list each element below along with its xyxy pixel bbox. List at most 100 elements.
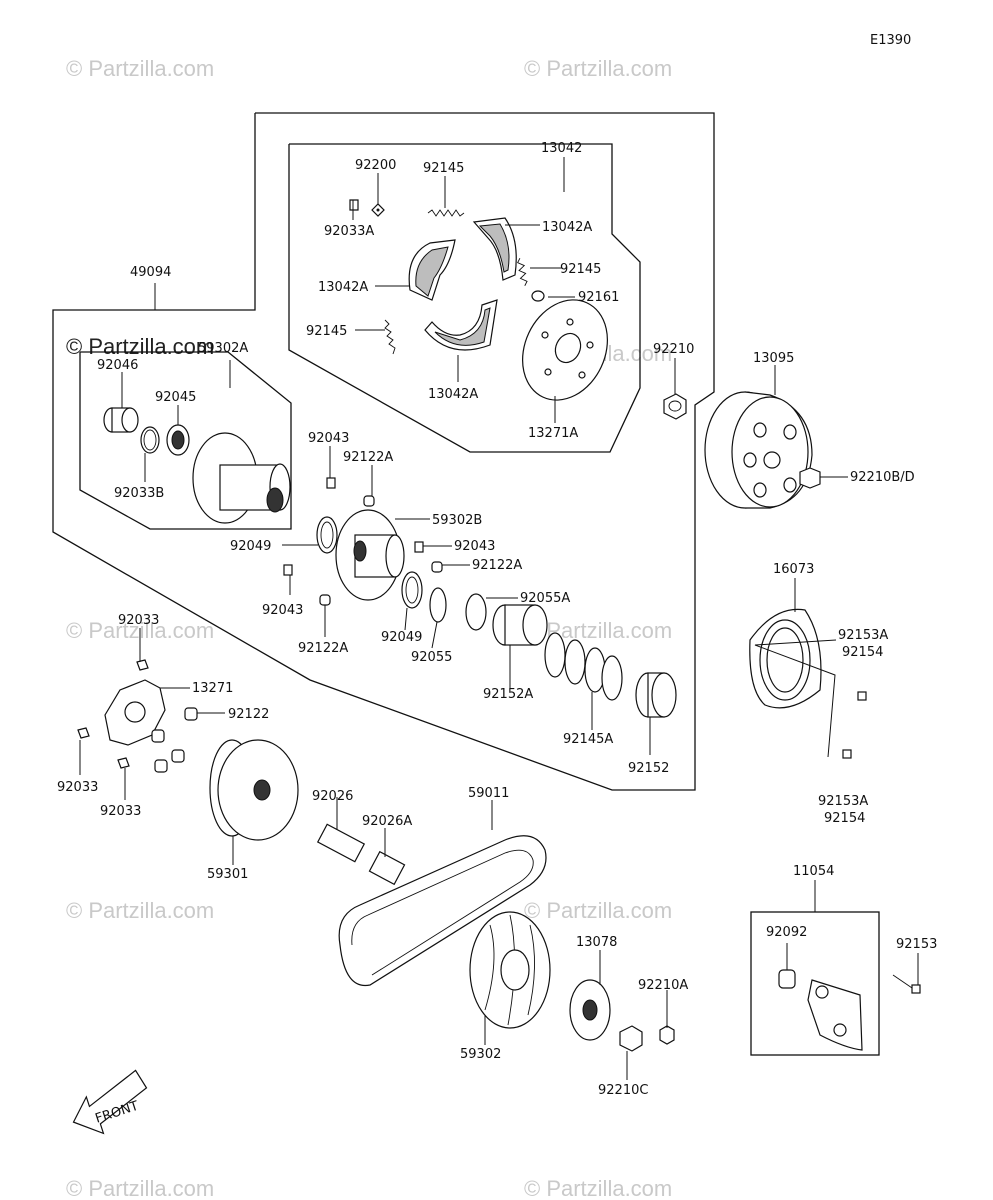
assembly-13042-outline [288, 143, 641, 453]
label-11054: 11054 [793, 864, 834, 879]
label-92152: 92152 [628, 761, 669, 776]
label-92033: 92033 [100, 804, 141, 819]
label-13042A: 13042A [542, 220, 592, 235]
movable-sheave-59302B [335, 509, 405, 601]
clutch-shoe-13042A-left [408, 239, 456, 301]
assembly-59302A-outline [79, 351, 292, 530]
watermark: © Partzilla.com [524, 898, 672, 923]
collar-92152A [492, 604, 548, 646]
diagram-code: E1390 [870, 33, 911, 48]
label-59302B: 59302B [432, 513, 482, 528]
label-16073: 16073 [773, 562, 814, 577]
watermark: © Partzilla.com [66, 56, 214, 81]
collar-92026 [316, 823, 366, 863]
label-92033: 92033 [118, 613, 159, 628]
label-92033B: 92033B [114, 486, 164, 501]
label-59011: 59011 [468, 786, 509, 801]
drive-face-59302A [192, 432, 291, 524]
label-92049: 92049 [381, 630, 422, 645]
label-59302A: 59302A [198, 341, 248, 356]
clutch-shoe-13042A-bottom [424, 299, 498, 351]
o-ring-92055 [429, 587, 487, 631]
label-92153A: 92153A [838, 628, 888, 643]
label-92153: 92153 [896, 937, 937, 952]
nut-92210 [663, 393, 687, 420]
label-92055A: 92055A [520, 591, 570, 606]
label-92210: 92210 [653, 342, 694, 357]
label-13078: 13078 [576, 935, 617, 950]
label-13042A: 13042A [428, 387, 478, 402]
label-49094: 49094 [130, 265, 171, 280]
label-59301: 59301 [207, 867, 248, 882]
label-92055: 92055 [411, 650, 452, 665]
bolt-92153 [892, 974, 921, 994]
label-92092: 92092 [766, 925, 807, 940]
label-92154: 92154 [824, 811, 865, 826]
watermark: © Partzilla.com [66, 1176, 214, 1200]
collar-92152 [635, 672, 677, 718]
seal-92049-right [401, 571, 423, 609]
watermark: © Partzilla.com [524, 1176, 672, 1200]
clutch-housing-13095 [704, 391, 813, 509]
clutch-shoe-13042A-top [472, 217, 517, 281]
leader-lines [79, 157, 919, 1080]
collar-92122A [319, 495, 443, 606]
label-92145: 92145 [560, 262, 601, 277]
label-59302: 59302 [460, 1047, 501, 1062]
label-13042A: 13042A [318, 280, 368, 295]
watermark: © Partzilla.com [524, 56, 672, 81]
label-92043: 92043 [262, 603, 303, 618]
plate-13078 [569, 979, 611, 1041]
cover-16073 [749, 608, 822, 709]
label-13095: 13095 [753, 351, 794, 366]
bracket-11054 [778, 969, 863, 1051]
watermarks: © Partzilla.com © Partzilla.com © Partzi… [66, 56, 672, 1200]
label-92046: 92046 [97, 358, 138, 373]
label-92043: 92043 [454, 539, 495, 554]
label-92043: 92043 [308, 431, 349, 446]
label-13271: 13271 [192, 681, 233, 696]
spring-92145 [384, 209, 528, 355]
nut-92210C [619, 1025, 643, 1052]
fixed-sheave-59301 [209, 739, 299, 841]
nut-92210BD [799, 467, 821, 489]
assembly-49094-outline [52, 112, 715, 791]
label-92122A: 92122A [298, 641, 348, 656]
front-arrow: FRONT [72, 1069, 148, 1135]
belt-59011 [338, 835, 547, 987]
washer-92161 [531, 290, 545, 302]
spring-92145A [544, 632, 623, 701]
label-92145: 92145 [306, 324, 347, 339]
clutch-plate-13271A [522, 299, 608, 401]
pin-92043 [283, 477, 424, 576]
label-13271A: 13271A [528, 426, 578, 441]
fan-59302 [469, 911, 551, 1029]
label-92152A: 92152A [483, 687, 533, 702]
label-92122A: 92122A [343, 450, 393, 465]
pin-92200 [371, 203, 385, 217]
label-92049: 92049 [230, 539, 271, 554]
label-92122A: 92122A [472, 558, 522, 573]
label-92153A: 92153A [818, 794, 868, 809]
slider-92033 [77, 659, 149, 769]
label-92210C: 92210C [598, 1083, 648, 1098]
label-13042: 13042 [541, 141, 582, 156]
label-92122: 92122 [228, 707, 269, 722]
roller-92122 [151, 707, 198, 773]
ramp-plate-13271 [104, 679, 166, 746]
label-92145: 92145 [423, 161, 464, 176]
bearing-92045 [166, 424, 190, 456]
circlip-92033B [140, 426, 160, 454]
label-92033: 92033 [57, 780, 98, 795]
watermark: © Partzilla.com [66, 898, 214, 923]
label-92033A: 92033A [324, 224, 374, 239]
label-92210A: 92210A [638, 978, 688, 993]
label-92145A: 92145A [563, 732, 613, 747]
watermark-dark: © Partzilla.com [66, 334, 214, 359]
part-labels: 13042 92200 92145 13042A 92033A 92145 13… [57, 141, 937, 1098]
collar-92026A [368, 850, 406, 886]
bearing-92046 [103, 407, 139, 433]
seal-92049-left [316, 516, 338, 554]
